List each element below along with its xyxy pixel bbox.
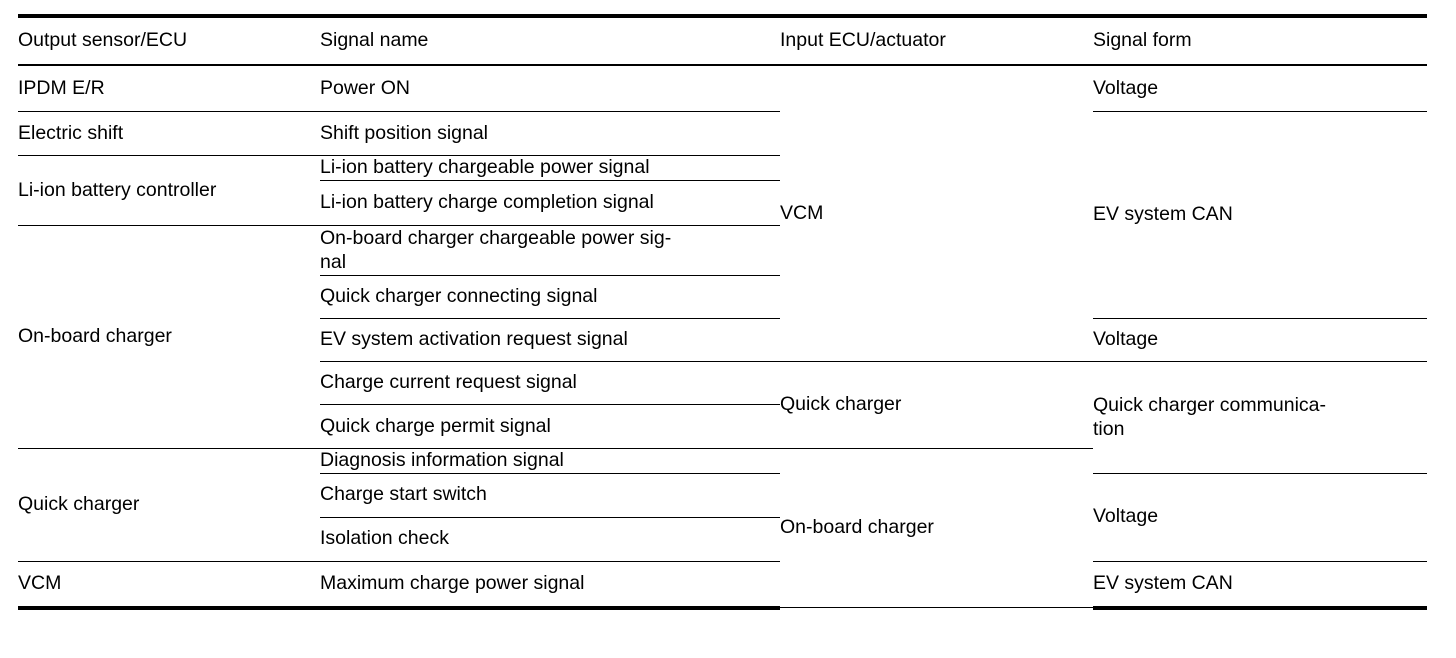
cell-input-ecu-vcm: VCM (780, 64, 1093, 362)
cell-signal-name-shift-position-signal: Shift position signal (320, 111, 780, 156)
cell-signal-name-li-ion-charge-completion-signal: Li-ion battery charge completion signal (320, 179, 780, 226)
cell-signal-name-power-on: Power ON (320, 64, 780, 112)
column-header-output-sensor: Output sensor/ECU (18, 14, 320, 66)
cell-signal-form-voltage-2: Voltage (1093, 317, 1427, 362)
cell-signal-name-quick-charge-permit-signal: Quick charge permit signal (320, 403, 780, 449)
cell-output-sensor-on-board-charger: On-board charger (18, 224, 320, 449)
table-row: Quick charger Diagnosis information sign… (18, 447, 1427, 609)
table-row: Electric shift Shift position signal EV … (18, 111, 1427, 319)
table-row: Quick charge permit signal (18, 403, 1427, 449)
column-header-input-ecu: Input ECU/actuator (780, 14, 1093, 66)
table-row: Isolation check (18, 516, 1427, 562)
cell-signal-form-quick-charger-communication: Quick charger communica- tion (1093, 360, 1427, 474)
column-header-signal-form: Signal form (1093, 14, 1427, 66)
cell-signal-name-isolation-check: Isolation check (320, 516, 780, 562)
column-header-signal-name: Signal name (320, 14, 780, 66)
cell-input-ecu-on-board-charger: On-board charger (780, 447, 1093, 609)
signal-form-line-1: Quick charger communica- (1093, 393, 1326, 416)
table-row: Charge start switch Voltage (18, 472, 1427, 562)
cell-signal-name-ev-system-activation-request-signal: EV system activation request signal (320, 317, 780, 362)
cell-signal-form-ev-system-can-2: EV system CAN (1093, 560, 1427, 610)
cell-input-ecu-quick-charger: Quick charger (780, 360, 1093, 449)
cell-output-sensor-vcm: VCM (18, 560, 320, 610)
cell-signal-form-voltage-3: Voltage (1093, 472, 1427, 562)
cell-output-sensor-li-ion-battery-controller: Li-ion battery controller (18, 155, 320, 226)
signal-form-line-2: tion (1093, 418, 1125, 441)
table-row: On-board charger On-board charger charge… (18, 224, 1427, 449)
cell-signal-name-charge-current-request-signal: Charge current request signal (320, 360, 780, 405)
cell-signal-name-charge-start-switch: Charge start switch (320, 472, 780, 518)
cell-signal-name-diagnosis-information-signal: Diagnosis information signal (320, 447, 780, 474)
cell-signal-form-ev-system-can: EV system CAN (1093, 111, 1427, 319)
cell-signal-name-li-ion-chargeable-power-signal: Li-ion battery chargeable power signal (320, 155, 780, 181)
table-row: EV system activation request signal Volt… (18, 317, 1427, 362)
cell-signal-name-on-board-charger-chargeable-power-signal: On-board charger chargeable power sig- n… (320, 224, 780, 276)
table-row: VCM Maximum charge power signal EV syste… (18, 560, 1427, 610)
cell-output-sensor-quick-charger: Quick charger (18, 447, 320, 562)
signal-routing-table: Output sensor/ECU Signal name Input ECU/… (18, 14, 1427, 610)
table-row: IPDM E/R Power ON VCM Voltage (18, 64, 1427, 362)
signal-name-line-1: On-board charger chargeable power sig- (320, 226, 672, 249)
cell-signal-form-voltage: Voltage (1093, 64, 1427, 112)
table-row: Charge current request signal Quick char… (18, 360, 1427, 474)
cell-signal-name-maximum-charge-power-signal: Maximum charge power signal (320, 560, 780, 610)
table-row: Li-ion battery controller Li-ion battery… (18, 155, 1427, 226)
signal-name-line-2: nal (320, 251, 347, 274)
cell-output-sensor-ipdm-er: IPDM E/R (18, 64, 320, 112)
cell-signal-name-quick-charger-connecting-signal: Quick charger connecting signal (320, 274, 780, 319)
table-header-row: Output sensor/ECU Signal name Input ECU/… (18, 14, 1427, 66)
cell-output-sensor-electric-shift: Electric shift (18, 111, 320, 156)
